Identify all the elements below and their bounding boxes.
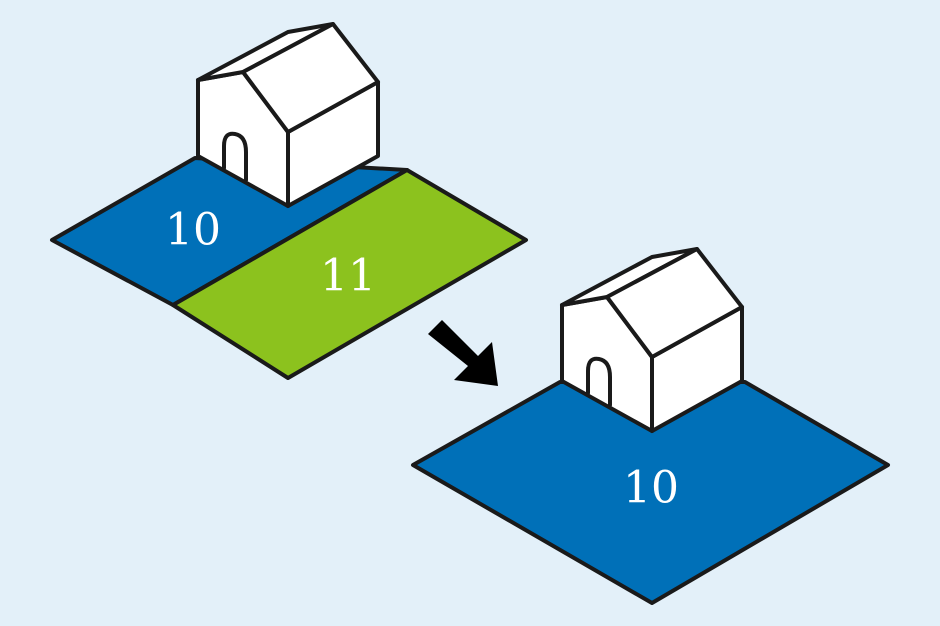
- parcel-b-label: 11: [320, 251, 376, 302]
- merged-parcel-label: 10: [623, 463, 679, 514]
- house-icon: [196, 22, 380, 208]
- parcel-b: [171, 168, 528, 380]
- before-group: 10 11: [50, 22, 528, 380]
- house-door: [222, 131, 248, 182]
- parcel-a-label: 10: [165, 205, 221, 256]
- merged-parcel: [411, 380, 890, 605]
- house-icon: [560, 247, 744, 433]
- arrow-down-right-icon: [428, 320, 498, 386]
- after-group: 10: [411, 247, 890, 605]
- house-door: [586, 356, 612, 407]
